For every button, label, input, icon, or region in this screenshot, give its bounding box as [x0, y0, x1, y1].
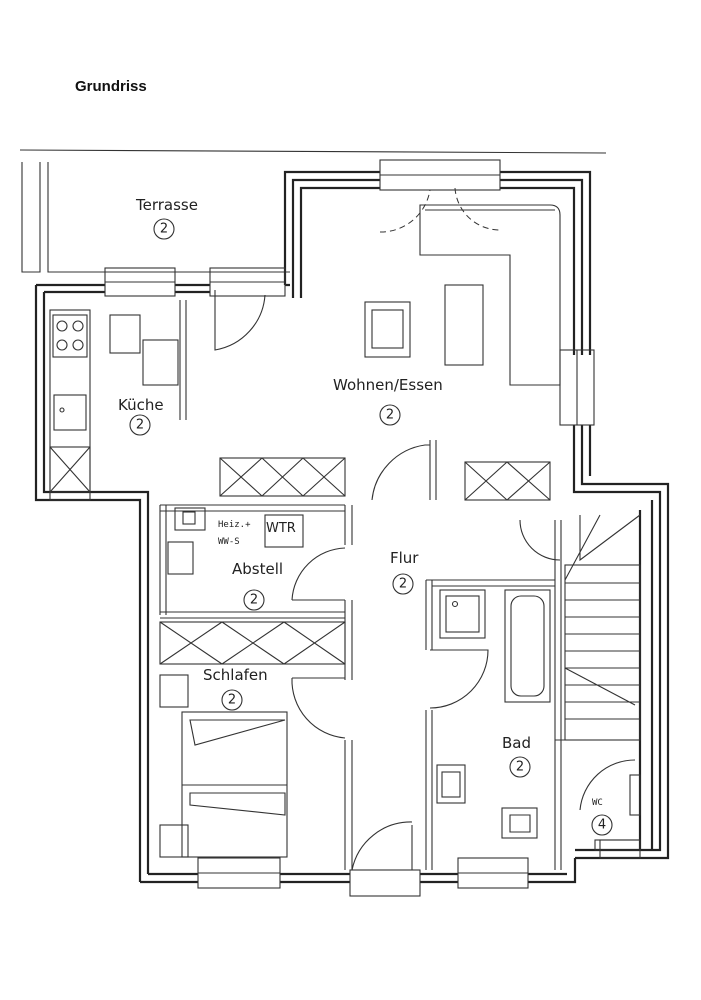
room-label-flur: Flur	[390, 549, 419, 567]
fixture-label-heiz: Heiz.+	[218, 520, 251, 530]
interior-walls	[159, 300, 640, 870]
outer-walls	[34, 170, 670, 884]
room-number-circle	[153, 218, 175, 240]
room-number-circle	[129, 414, 151, 436]
storage-fixtures	[167, 507, 304, 575]
room-label-abstell: Abstell	[232, 560, 283, 578]
room-number-wc: 4	[598, 818, 606, 833]
fixture-label-wtr: WTR	[266, 521, 296, 536]
room-label-wc: WC	[592, 798, 603, 808]
windows	[104, 159, 641, 897]
reference-line	[19, 149, 607, 154]
bathroom-fixtures	[436, 589, 551, 839]
room-number-circle	[379, 404, 401, 426]
door-swings	[214, 187, 636, 871]
room-number-circle	[221, 689, 243, 711]
room-number-bad: 2	[516, 760, 524, 775]
terrace-area	[21, 162, 290, 273]
room-number-flur: 2	[399, 577, 407, 592]
room-number-abstell: 2	[250, 593, 258, 608]
room-label-schlafen: Schlafen	[203, 666, 268, 684]
room-number-circle	[392, 573, 414, 595]
room-label-kueche: Küche	[118, 396, 164, 414]
room-number-kueche: 2	[136, 418, 144, 433]
room-label-wohnen: Wohnen/Essen	[333, 376, 443, 394]
page-title: Grundriss	[75, 78, 147, 95]
room-number-wohnen: 2	[386, 408, 394, 423]
room-number-circle	[591, 814, 613, 836]
staircase	[564, 514, 641, 851]
kitchen-fixtures	[49, 309, 179, 501]
living-furniture	[219, 204, 561, 501]
bedroom-furniture	[159, 621, 346, 858]
room-label-terrasse: Terrasse	[135, 196, 198, 214]
room-label-bad: Bad	[502, 734, 531, 752]
room-number-circle	[243, 589, 265, 611]
room-number-circle	[509, 756, 531, 778]
room-number-terrasse: 2	[160, 222, 168, 237]
fixture-label-ww: WW-S	[218, 537, 240, 547]
room-number-schlafen: 2	[228, 693, 236, 708]
